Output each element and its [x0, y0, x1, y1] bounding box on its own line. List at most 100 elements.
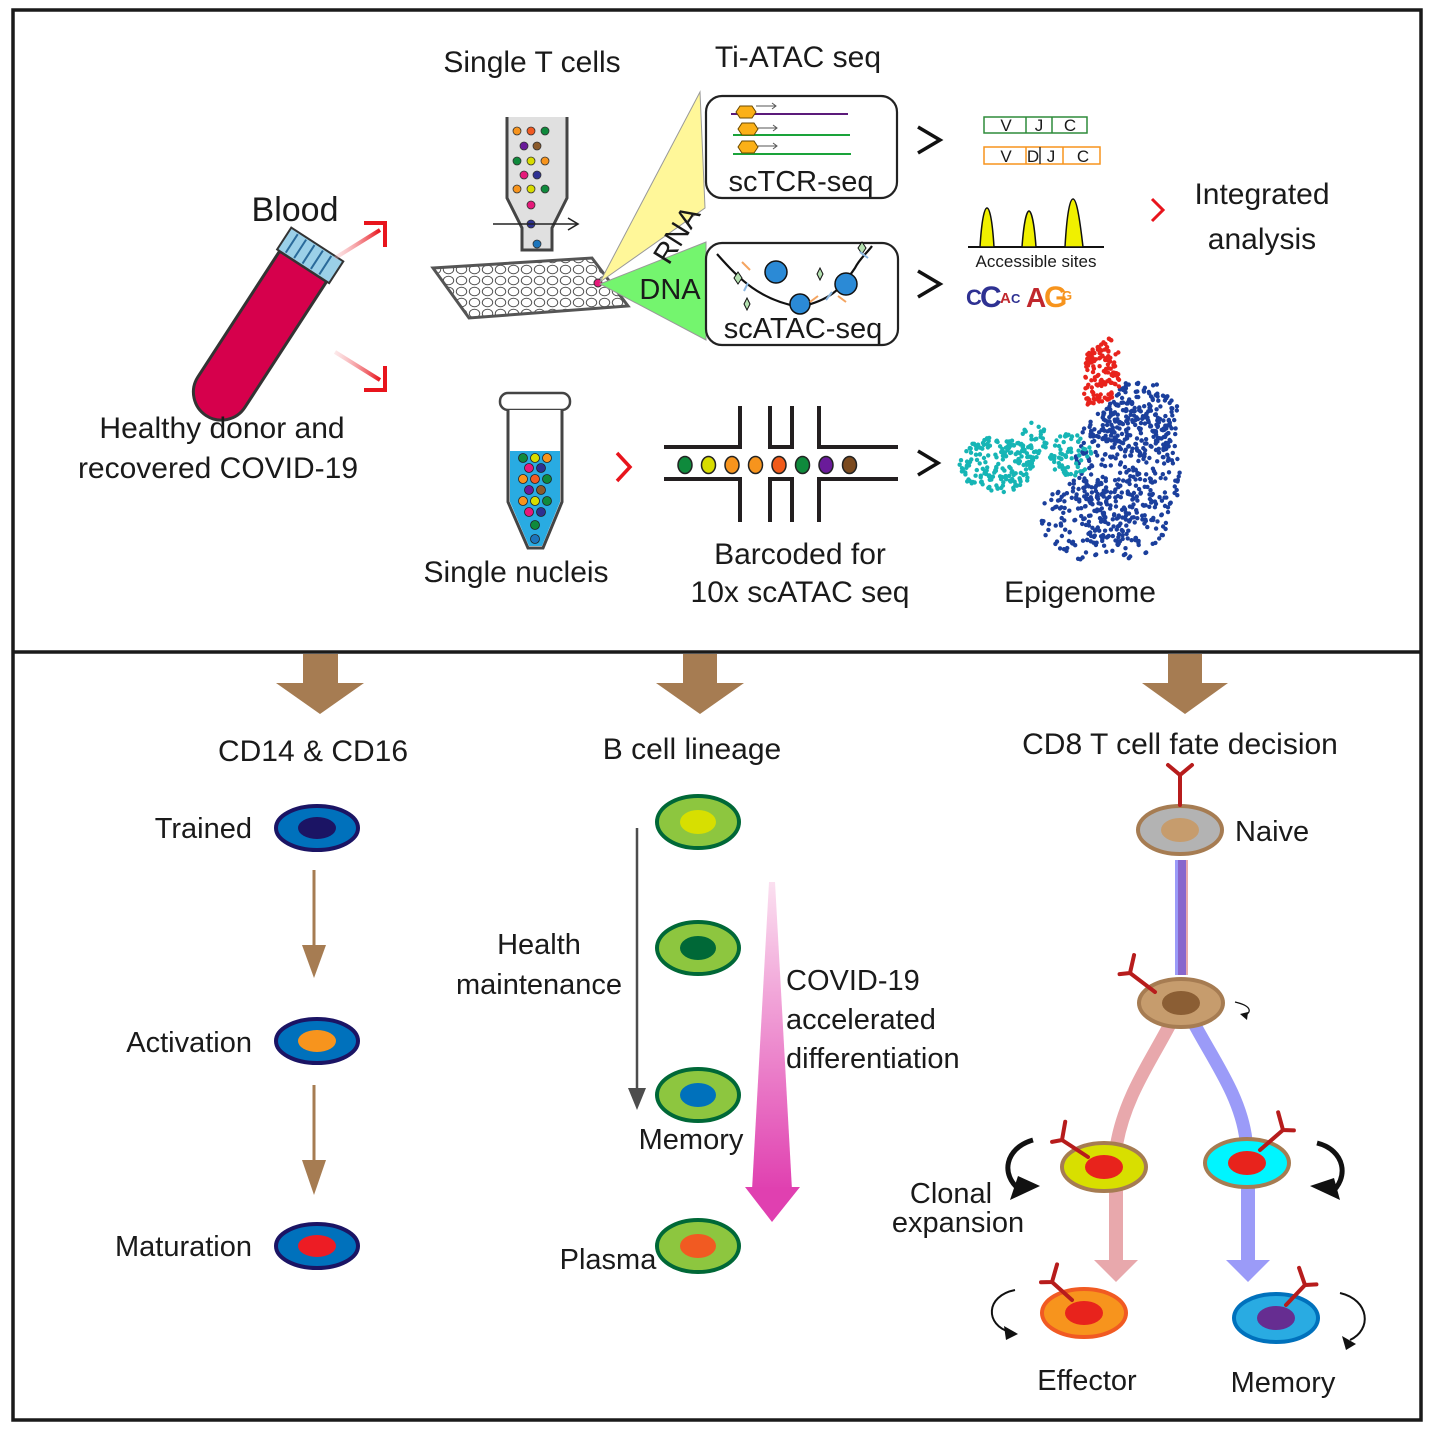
umap-point: [1163, 520, 1169, 526]
umap-point: [1112, 478, 1118, 483]
umap-point: [1096, 372, 1101, 378]
umap-point: [1092, 427, 1097, 432]
umap-point: [1160, 472, 1166, 477]
umap-point: [1116, 377, 1122, 382]
umap-point: [1011, 472, 1016, 478]
umap-point: [1133, 483, 1139, 488]
umap-point: [1000, 483, 1006, 488]
ti-atac-label: Ti-ATAC seq: [715, 41, 881, 74]
umap-point: [1076, 448, 1081, 453]
umap-point: [963, 472, 968, 477]
umap-point: [1115, 524, 1121, 529]
red-arrow-down-icon: [333, 350, 387, 392]
umap-point: [1165, 509, 1171, 515]
umap-point: [1166, 417, 1172, 423]
health-line2: maintenance: [456, 969, 622, 1001]
umap-point: [994, 483, 999, 488]
umap-point: [1106, 392, 1111, 397]
umap-point: [1090, 432, 1096, 437]
umap-point: [1123, 427, 1129, 433]
umap-point: [1071, 485, 1076, 491]
umap-point: [1144, 460, 1149, 465]
umap-point: [1105, 496, 1110, 501]
umap-point: [1165, 423, 1170, 428]
umap-point: [980, 482, 985, 487]
umap-point: [1148, 479, 1154, 484]
umap-point: [1157, 416, 1163, 422]
umap-point: [1107, 404, 1112, 409]
umap-point: [1061, 510, 1066, 515]
umap-point: [1093, 397, 1099, 402]
arrow-right-icon: [917, 269, 944, 299]
umap-point: [1159, 532, 1164, 538]
umap-point: [1112, 435, 1117, 440]
cd8-memory-label: Memory: [1231, 1367, 1336, 1399]
umap-point: [1136, 380, 1141, 386]
tcr-receptor-icon: [1258, 1110, 1296, 1152]
down-arrow-icon: [745, 1187, 800, 1222]
umap-point: [1135, 416, 1141, 422]
umap-point: [1000, 457, 1006, 462]
well-plate-icon: [430, 256, 631, 320]
bcell: [655, 1067, 741, 1123]
umap-point: [1172, 417, 1177, 423]
umap-point: [1003, 454, 1008, 459]
svg-text:C: C: [1011, 291, 1021, 306]
umap-point: [993, 468, 998, 473]
umap-point: [1074, 455, 1079, 461]
umap-point: [1169, 398, 1174, 403]
umap-point: [1102, 463, 1108, 469]
umap-point: [1058, 447, 1063, 452]
umap-point: [1019, 454, 1024, 459]
umap-point: [964, 459, 970, 464]
umap-point: [1114, 373, 1120, 378]
umap-point: [1159, 498, 1165, 503]
umap-point: [1142, 404, 1147, 409]
umap-point: [1126, 511, 1132, 516]
umap-point: [978, 475, 983, 480]
umap-point: [1090, 369, 1096, 375]
umap-point: [1157, 495, 1162, 500]
umap-point: [1024, 451, 1030, 456]
umap-point: [1108, 433, 1114, 438]
umap-point: [1160, 393, 1166, 398]
barcoded-line1: Barcoded for: [714, 538, 886, 571]
umap-point: [1073, 543, 1078, 548]
umap-point: [1116, 532, 1122, 537]
segment-c: C: [1077, 147, 1089, 166]
tcr-receptor-icon: [1038, 1262, 1074, 1302]
umap-point: [1075, 433, 1080, 438]
umap-point: [1143, 518, 1149, 524]
umap-point: [1020, 445, 1025, 450]
umap-point: [987, 477, 992, 482]
umap-point: [1056, 460, 1062, 466]
umap-point: [1121, 478, 1126, 483]
umap-point: [1133, 535, 1139, 541]
umap-point: [1115, 542, 1120, 547]
umap-point: [1125, 421, 1131, 426]
segment-j: J: [1035, 116, 1044, 135]
umap-point: [1104, 535, 1110, 540]
umap-point: [1030, 458, 1035, 463]
umap-point: [1052, 467, 1058, 472]
accelerated-arrow-shaft: [752, 882, 792, 1190]
umap-point: [1127, 517, 1133, 523]
umap-point: [1120, 533, 1125, 538]
umap-point: [1164, 396, 1169, 401]
umap-point: [1088, 530, 1093, 535]
umap-point: [1050, 492, 1055, 497]
umap-point: [1130, 418, 1135, 423]
umap-point: [1109, 372, 1115, 378]
umap-point: [969, 457, 974, 462]
umap-point: [1055, 490, 1060, 496]
umap-point: [1108, 366, 1113, 371]
umap-point: [1161, 461, 1167, 466]
umap-point: [1153, 429, 1159, 434]
umap-point: [1090, 525, 1095, 530]
monocyte-cell: [274, 1017, 360, 1065]
umap-point: [1099, 383, 1104, 389]
umap-point: [1104, 549, 1109, 554]
umap-point: [1173, 426, 1178, 431]
umap-point: [1136, 394, 1141, 400]
umap-point: [1095, 411, 1101, 417]
